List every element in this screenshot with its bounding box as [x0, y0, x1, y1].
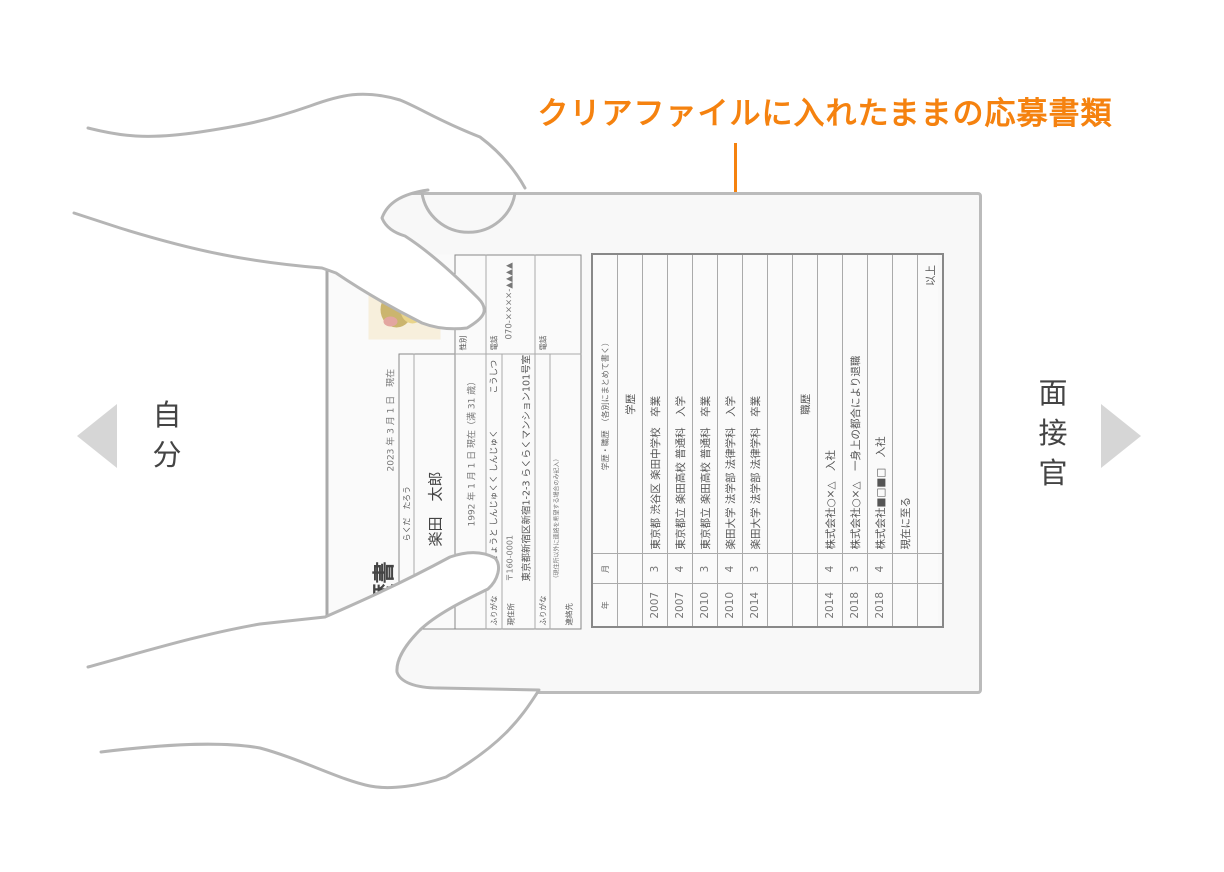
caption: クリアファイルに入れたままの応募書類: [537, 96, 1113, 132]
interviewer-label: 面 接 官: [1033, 373, 1073, 493]
interviewer-label-char: 官: [1038, 456, 1068, 490]
self-label-char: 自: [152, 398, 182, 432]
thumbnail-icon: [420, 192, 517, 234]
caption-leader-line: [734, 143, 737, 213]
triangle-left-icon: [77, 404, 117, 468]
upper-hand: [60, 92, 527, 331]
self-label-char: 分: [152, 438, 182, 472]
triangle-right-icon: [1101, 404, 1141, 468]
lower-hand: [60, 551, 541, 790]
interviewer-label-char: 面: [1038, 376, 1068, 410]
self-label: 自 分: [147, 395, 187, 475]
interviewer-label-char: 接: [1038, 416, 1068, 450]
